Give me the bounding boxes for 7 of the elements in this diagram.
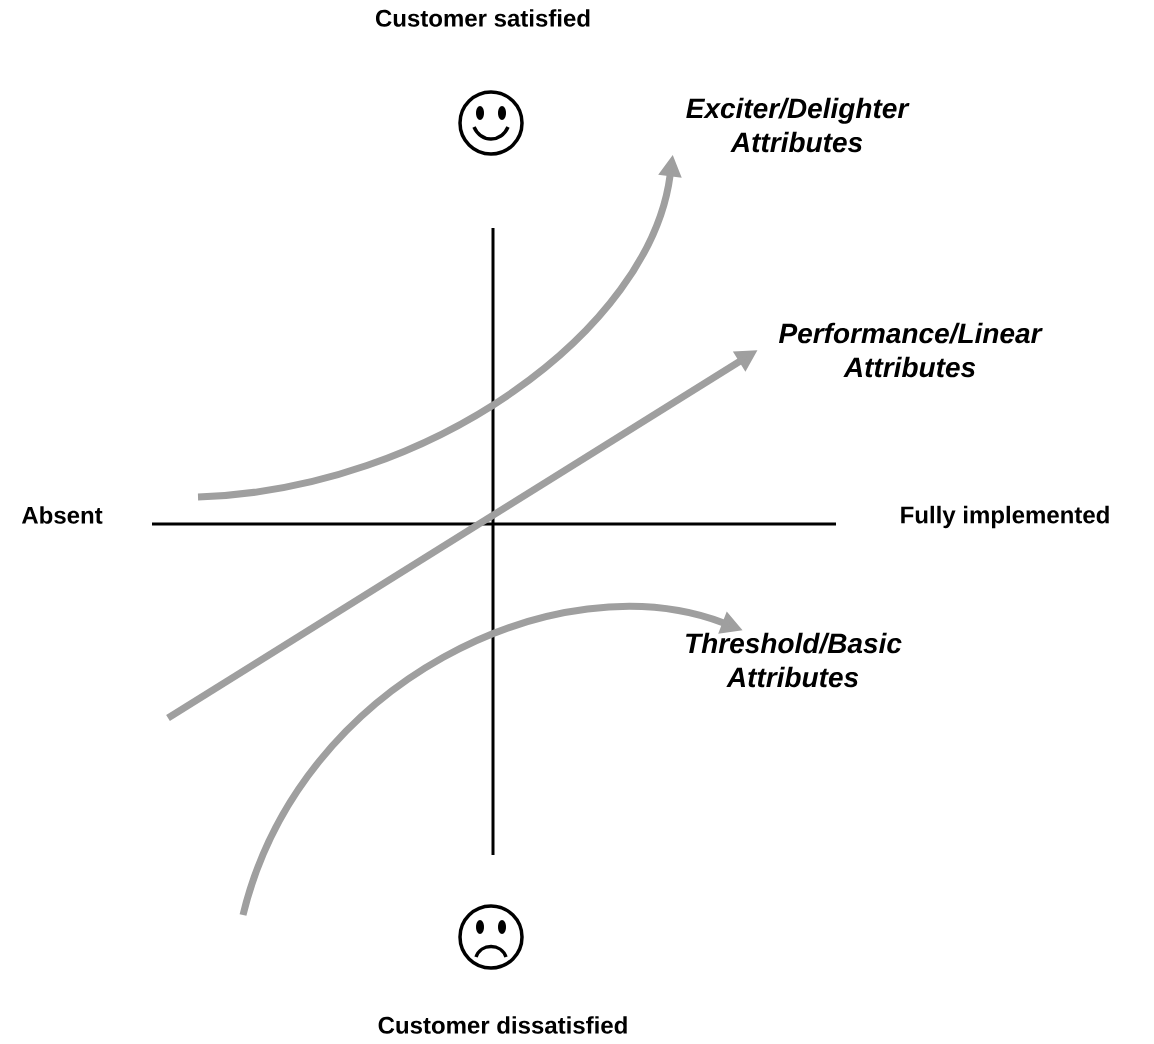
- curve-label: Performance/Linear Attributes: [779, 322, 1043, 378]
- curve-label: Exciter/Delighter Attributes: [686, 97, 910, 153]
- axis-label: Customer satisfied: [375, 9, 590, 27]
- curve-label: Threshold/Basic Attributes: [686, 632, 902, 688]
- axis-label: Customer dissatisfied: [378, 1016, 627, 1034]
- axis-label: Absent: [21, 506, 103, 524]
- axis-label: Fully implemented: [901, 505, 1109, 529]
